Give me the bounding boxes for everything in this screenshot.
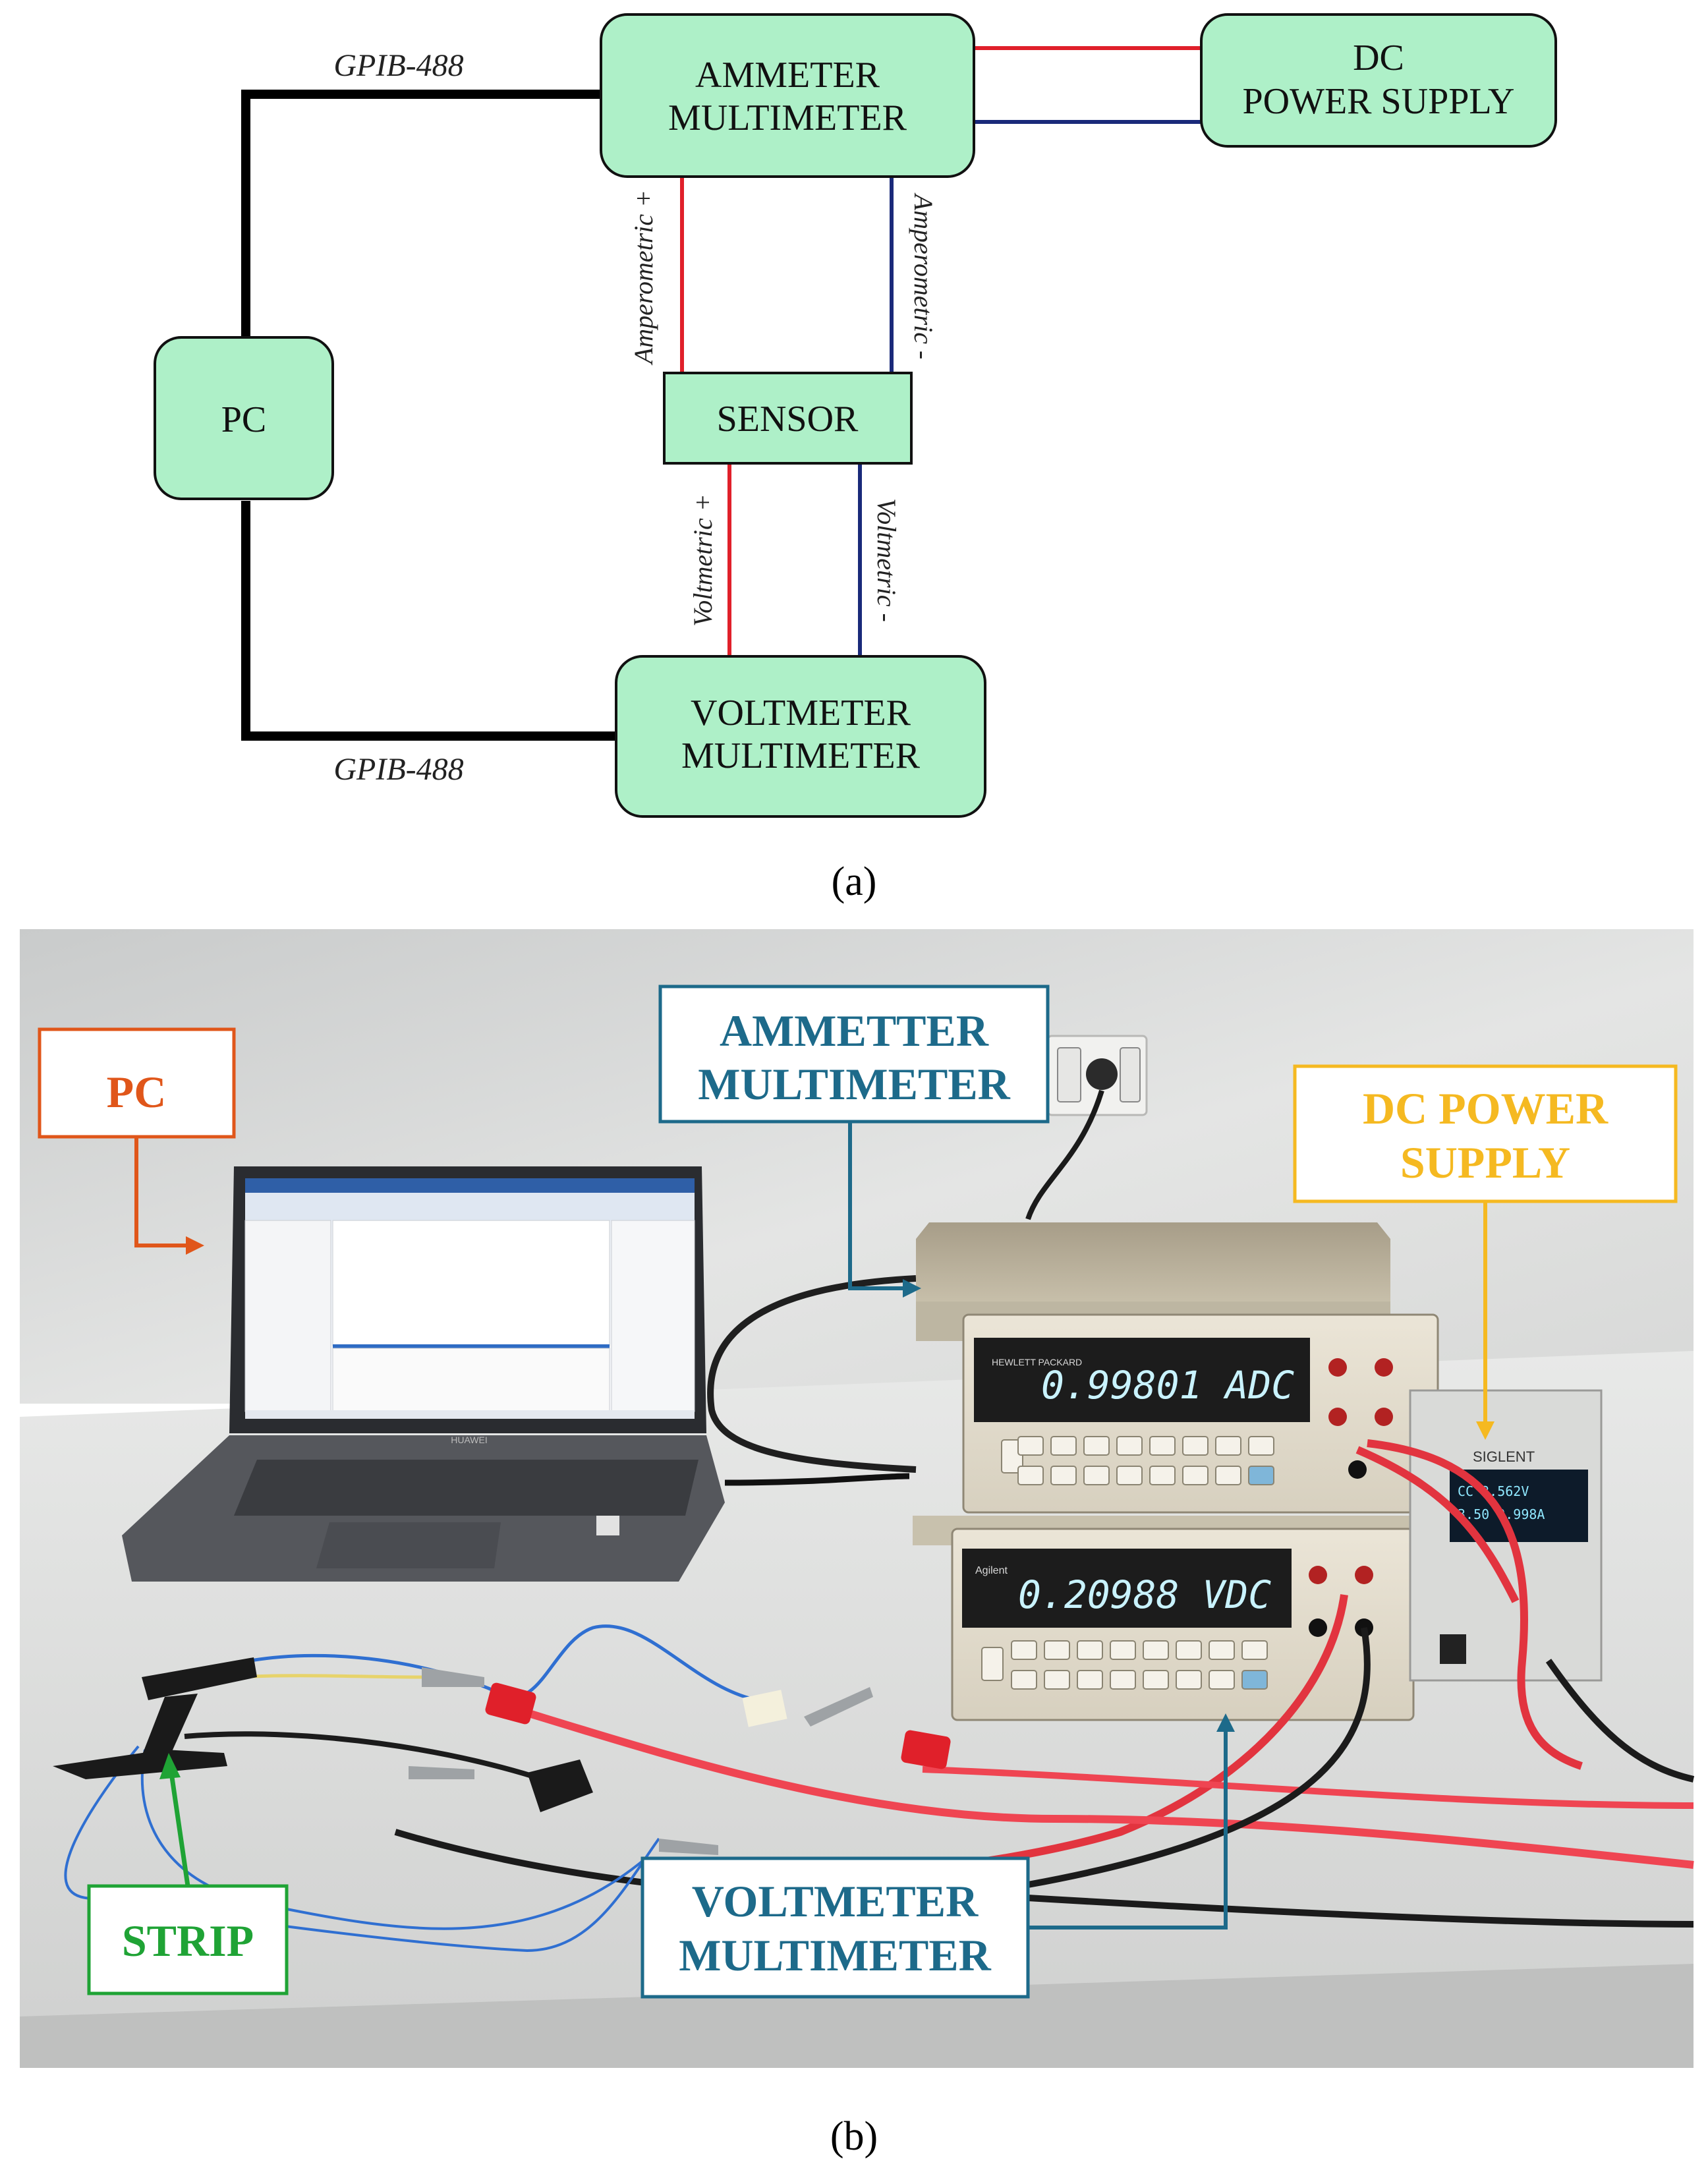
voltmeter-label-line2: MULTIMETER	[681, 735, 921, 776]
wall-socket-1	[1057, 1047, 1081, 1102]
ammeter-label-line2: MULTIMETER	[668, 98, 907, 138]
red-lead-1	[1367, 1439, 1583, 1770]
ammeter-buttons	[1001, 1436, 1274, 1485]
callout-strip: STRIP	[87, 1753, 289, 1995]
laptop-console	[332, 1348, 610, 1412]
gpib-label-top: GPIB-488	[333, 48, 463, 83]
black-lead-3	[1027, 1895, 1694, 1928]
psu-brand: SIGLENT	[1473, 1448, 1535, 1465]
callout-ammeter-line2: MULTIMETER	[698, 1059, 1010, 1109]
power-supply-label-line2: POWER SUPPLY	[1243, 81, 1515, 122]
ammeter-terminals	[1328, 1358, 1393, 1479]
red-connector-1	[485, 1682, 536, 1725]
laptop-titlebar	[245, 1178, 695, 1193]
callout-pc-label: PC	[107, 1067, 167, 1117]
ammeter-label-line1: AMMETER	[695, 55, 880, 96]
ammeter-display-bezel	[974, 1338, 1310, 1422]
sensor-box	[663, 372, 913, 465]
voltmetric-plus-label: Voltmetric +	[688, 494, 718, 626]
black-lead-4	[184, 1731, 581, 1795]
wall-socket-plug	[1086, 1058, 1118, 1090]
voltmetric-minus-label: Voltmetric -	[872, 498, 901, 622]
paper-tag	[742, 1690, 787, 1727]
amperometric-plus-label: Amperometric +	[629, 190, 658, 366]
laptop-usb-cable	[724, 1473, 910, 1486]
callout-voltmeter-line1: VOLTMETER	[692, 1876, 979, 1926]
callout-power-line1: DC POWER	[1363, 1083, 1608, 1133]
laptop-sidebar	[244, 1220, 331, 1412]
caption-a: (a)	[832, 859, 877, 904]
callout-voltmeter-line2: MULTIMETER	[679, 1930, 991, 1980]
laptop-brand: HUAWEI	[451, 1435, 487, 1445]
red-lead-5	[922, 1766, 1694, 1809]
power-cord	[1025, 1089, 1104, 1220]
strip-device-base	[53, 1750, 227, 1779]
laptop-highlight	[333, 1344, 610, 1348]
laptop-editor	[332, 1220, 610, 1346]
voltmeter-label-line1: VOLTMETER	[691, 693, 911, 733]
red-lead-4	[506, 1703, 1694, 1869]
callout-pc: PC	[38, 1027, 236, 1255]
callout-power-supply: DC POWER SUPPLY	[1293, 1064, 1678, 1440]
sensor-label: SENSOR	[717, 399, 859, 440]
ammeter-box	[600, 13, 975, 178]
strip-device-stem	[142, 1694, 198, 1756]
clip-1	[422, 1667, 484, 1687]
laptop-ribbon	[245, 1193, 695, 1220]
red-connector-2	[901, 1730, 951, 1769]
laptop-sticker	[596, 1516, 619, 1535]
laptop-taskbar	[245, 1410, 695, 1419]
ammeter-brand: HEWLETT PACKARD	[992, 1357, 1082, 1367]
laptop-rightpanel	[611, 1220, 695, 1412]
ammeter-readout: 0.99801 ADC	[1041, 1363, 1294, 1408]
voltmeter-display-bezel	[962, 1549, 1292, 1628]
pc-box	[154, 336, 334, 500]
black-lead-2	[1545, 1659, 1695, 1783]
blue-wire-3	[140, 1749, 647, 1930]
voltmeter-terminals	[1309, 1566, 1373, 1637]
yellow-wire	[237, 1674, 422, 1679]
callout-power-line2: SUPPLY	[1400, 1137, 1570, 1187]
gpib-cable-photo	[707, 1275, 917, 1473]
voltmeter-brand: Agilent	[975, 1565, 1008, 1576]
voltmeter-buttons	[981, 1640, 1268, 1690]
ammeter-top	[916, 1222, 1390, 1311]
caption-b: (b)	[830, 2114, 878, 2159]
power-supply-box	[1200, 13, 1557, 148]
callout-voltmeter: VOLTMETER MULTIMETER	[640, 1713, 1235, 1999]
clip-4	[659, 1839, 718, 1855]
gpib-label-bottom: GPIB-488	[333, 752, 463, 787]
callout-ammeter: AMMETTER MULTIMETER	[658, 985, 1050, 1298]
black-tape-1	[527, 1759, 593, 1812]
clip-3	[409, 1766, 474, 1779]
wall-socket-3	[1120, 1047, 1141, 1102]
amperometric-minus-label: Amperometric -	[909, 192, 938, 360]
desk-front-edge	[20, 1964, 1694, 2068]
voltmeter-box	[615, 655, 986, 818]
laptop-keyboard	[234, 1460, 698, 1516]
voltmeter-readout: 0.20988 VDC	[1018, 1572, 1271, 1617]
pc-label: PC	[221, 399, 267, 440]
psu-switch	[1440, 1634, 1466, 1664]
blue-wire-1	[250, 1624, 758, 1702]
strip-device-body	[142, 1657, 257, 1700]
red-lead-2	[1355, 1446, 1520, 1603]
clip-2	[804, 1687, 873, 1727]
callout-strip-label: STRIP	[122, 1916, 254, 1966]
gpib-cable-bottom	[241, 501, 616, 741]
power-supply-label-line1: DC	[1353, 38, 1404, 78]
callout-ammeter-line1: AMMETTER	[720, 1006, 989, 1056]
block-diagram: AMMETER MULTIMETER DC POWER SUPPLY PC SE…	[154, 13, 1557, 904]
gpib-cable-top	[241, 90, 601, 337]
laptop-touchpad	[316, 1522, 501, 1568]
